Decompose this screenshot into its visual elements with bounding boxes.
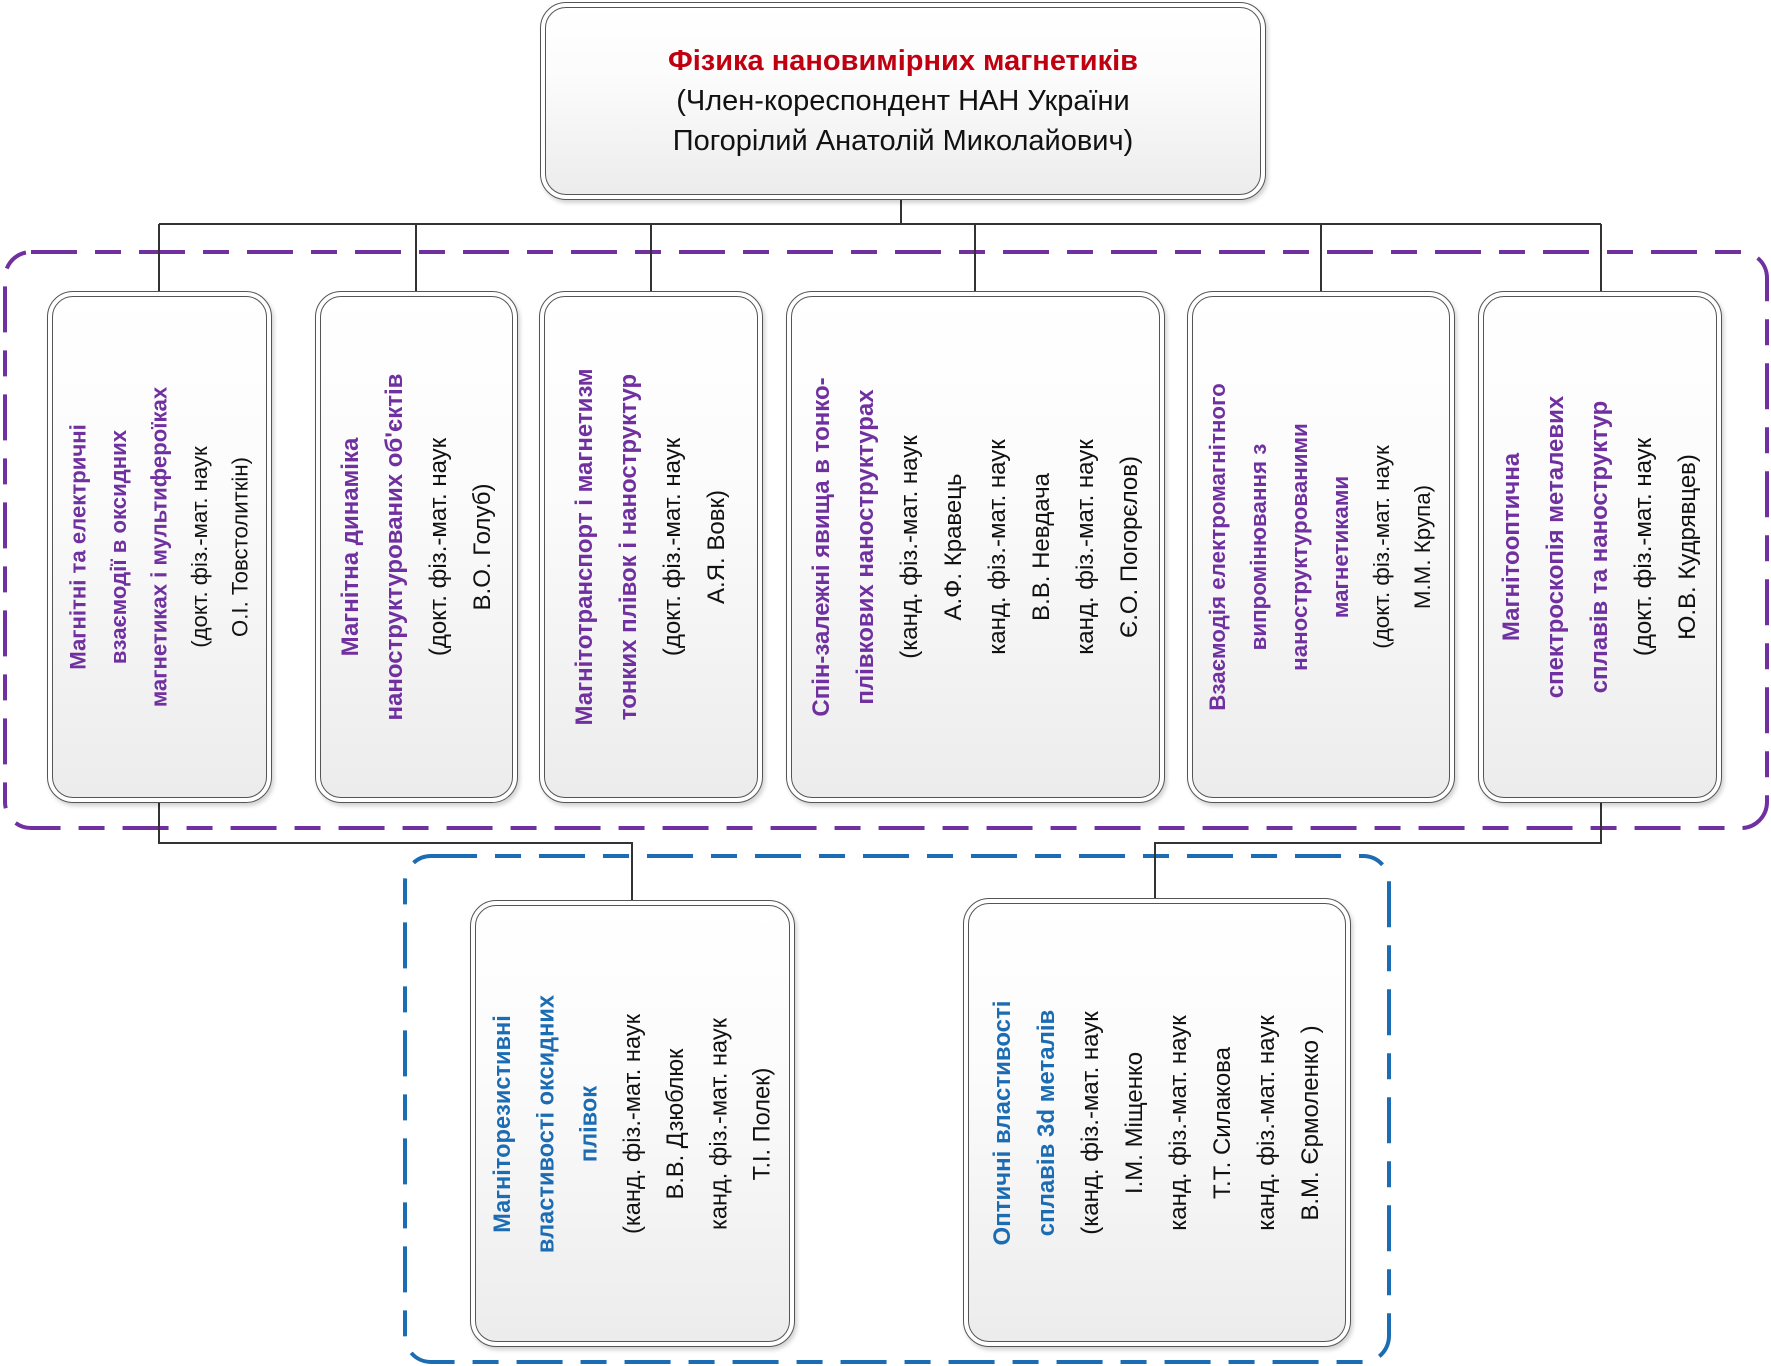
node-title-line: наноструктурованих об'єктів — [380, 373, 408, 721]
node-detail-line: (докт. фіз.-мат. наук — [187, 446, 213, 648]
node-detail-line: В.В. Невдача — [1027, 473, 1055, 621]
research-node-magnetooptical-spectroscopy[interactable]: Магнітооптична спектроскопія металевих с… — [1478, 291, 1722, 803]
node-detail-line: І.М. Міщенко — [1121, 1051, 1148, 1194]
node-text: Магнітна динаміка наноструктурованих об'… — [329, 374, 505, 721]
connector-node6-to-bottom2 — [1154, 803, 1602, 898]
node-detail-line: А.Ф. Кравець — [939, 473, 967, 621]
node-title-line: Магнітні та електричні — [65, 424, 91, 670]
research-node-magnetotransport[interactable]: Магнітотранспорт і магнетизм тонких плів… — [539, 291, 763, 803]
connector-node1-to-bottom1 — [158, 803, 633, 900]
node-detail-line: (докт. фіз.-мат. наук — [424, 437, 452, 657]
node-detail-line: (докт. фіз.-мат. наук — [659, 437, 686, 657]
node-title-line: Магнітотранспорт і магнетизм — [571, 368, 598, 726]
group-container-top — [3, 250, 1769, 830]
node-detail-line: Т.Т. Силакова — [1209, 1046, 1236, 1199]
node-title-line: Оптичні властивості — [989, 1000, 1016, 1245]
node-detail-line: Т.І. Полек) — [748, 1067, 776, 1180]
root-subtitle-line-2: Погорілий Анатолій Миколайович) — [672, 125, 1134, 157]
node-detail-line: (докт. фіз.-мат. наук — [1630, 437, 1657, 657]
node-detail-line: (канд. фіз.-мат. наук — [895, 435, 923, 659]
research-node-magnetoresistive-properties[interactable]: Магніторезистивні властивості оксидних п… — [470, 900, 795, 1347]
root-node-body: Фізика нановимірних магнетиків (Член-кор… — [545, 7, 1261, 195]
node-text: Магнітотранспорт і магнетизм тонких плів… — [563, 368, 739, 725]
node-title-line: плівок — [575, 1085, 603, 1162]
node-detail-line: канд. фіз.-мат. наук — [1071, 439, 1099, 655]
node-title-line: Спін-залежні явища в тонко- — [807, 377, 835, 717]
node-title-line: плівкових наноструктурах — [851, 389, 879, 705]
research-node-magnetic-electric-interactions[interactable]: Магнітні та електричні взаємодії в оксид… — [47, 291, 272, 803]
node-detail-line: (канд. фіз.-мат. наук — [618, 1013, 646, 1234]
node-title-line: наноструктурованими — [1287, 423, 1313, 671]
node-title-line: випромінювання з — [1246, 443, 1272, 651]
node-title-line: сплавів 3d металів — [1033, 1009, 1060, 1236]
research-node-em-radiation-interaction[interactable]: Взаємодія електромагнітного випромінюван… — [1187, 291, 1455, 803]
research-node-spin-dependent-phenomena[interactable]: Спін-залежні явища в тонко- плівкових на… — [786, 291, 1165, 803]
node-detail-line: (канд. фіз.-мат. наук — [1077, 1010, 1104, 1235]
node-title-line: тонких плівок і наноструктур — [615, 373, 642, 721]
node-text: Взаємодія електромагнітного випромінюван… — [1198, 383, 1444, 711]
node-text: Спін-залежні явища в тонко- плівкових на… — [800, 377, 1152, 716]
node-title-line: Магнітооптична — [1498, 452, 1525, 642]
node-detail-line: М.М. Крупа) — [1410, 484, 1436, 610]
node-title-line: взаємодії в оксидних — [105, 429, 131, 665]
root-node[interactable]: Фізика нановимірних магнетиків (Член-кор… — [540, 2, 1266, 200]
node-detail-line: Ю.В. Кудрявцев) — [1674, 454, 1701, 640]
node-title-line: Магніторезистивні — [488, 1014, 516, 1233]
node-title-line: властивості оксидних — [532, 994, 559, 1253]
node-text: Магнітні та електричні взаємодії в оксид… — [58, 387, 261, 707]
node-detail-line: Є.О. Погорєлов) — [1115, 455, 1143, 639]
node-title-line: Взаємодія електромагнітного — [1205, 383, 1231, 711]
node-detail-line: О.І. Товстолиткін) — [227, 457, 253, 637]
node-detail-line: канд. фіз.-мат. наук — [983, 439, 1011, 655]
node-detail-line: канд. фіз.-мат. наук — [1253, 1014, 1280, 1231]
root-subtitle-line-1: (Член-кореспондент НАН України — [676, 85, 1130, 117]
root-title: Фізика нановимірних магнетиків — [667, 45, 1138, 77]
node-text: Магніторезистивні властивості оксидних п… — [481, 994, 784, 1252]
node-title-line: магнетиками — [1328, 475, 1354, 619]
research-node-magnetic-dynamics[interactable]: Магнітна динаміка наноструктурованих об'… — [315, 291, 518, 803]
node-detail-line: (докт. фіз.-мат. наук — [1369, 445, 1395, 649]
node-detail-line: В.О. Голуб) — [468, 483, 496, 611]
node-detail-line: канд. фіз.-мат. наук — [1165, 1014, 1192, 1231]
node-title-line: Магнітна динаміка — [336, 437, 364, 657]
group-container-bottom — [403, 854, 1391, 1364]
node-title-line: магнетиках і мультифероїках — [146, 386, 172, 708]
node-detail-line: А.Я. Вовк) — [703, 490, 730, 604]
node-detail-line: канд. фіз.-мат. наук — [705, 1017, 732, 1230]
node-detail-line: В.М. Єрмоленко ) — [1297, 1024, 1324, 1221]
node-title-line: сплавів та наноструктур — [1586, 400, 1613, 694]
node-text: Магнітооптична спектроскопія металевих с… — [1490, 396, 1710, 699]
node-title-line: спектроскопія металевих — [1542, 395, 1569, 699]
node-detail-line: В.В. Дзюблюк — [662, 1048, 689, 1199]
research-node-optical-properties-3d-metals[interactable]: Оптичні властивості сплавів 3d металів (… — [963, 898, 1351, 1347]
node-text: Оптичні властивості сплавів 3d металів (… — [981, 1000, 1333, 1245]
